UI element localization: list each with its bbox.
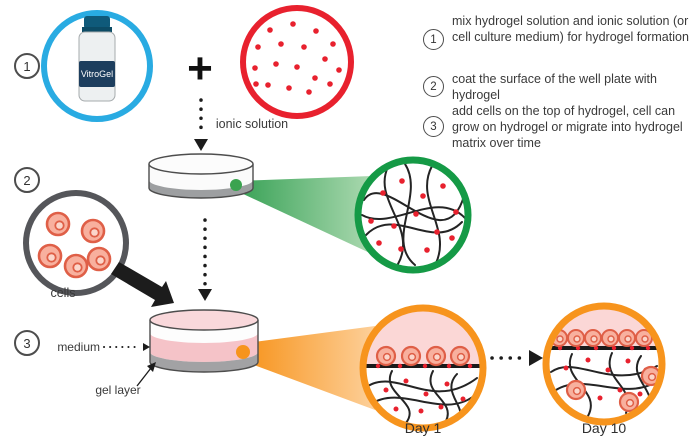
gel-sample-dot: [236, 345, 250, 359]
gel-surface-line-day10: [549, 346, 659, 350]
cell-migrated: [618, 391, 640, 413]
vial-label: VitroGel: [79, 61, 115, 87]
hydrogel-network-day10: [550, 352, 658, 417]
note-marker-3: 3: [423, 116, 444, 137]
day1-label: Day 1: [404, 420, 442, 436]
cell: [601, 329, 619, 347]
cell: [400, 345, 422, 367]
day10-inset-circle: [542, 302, 666, 426]
green-callout-wedge: [236, 176, 372, 254]
day1-inset-circle: [359, 304, 487, 432]
note-marker-2: 2: [423, 76, 444, 97]
note-marker-3-label: 3: [430, 120, 437, 133]
cell: [37, 243, 63, 269]
cell-migrated: [565, 379, 587, 401]
step-marker-3: 3: [14, 330, 40, 356]
note-marker-1-label: 1: [430, 33, 437, 46]
cell: [86, 246, 112, 272]
cells-inset-circle: [23, 190, 129, 296]
step-marker-1-label: 1: [23, 58, 31, 74]
note-text-3: add cells on the top of hydrogel, cell c…: [452, 104, 683, 150]
note-text-1: mix hydrogel solution and ionic solution…: [452, 14, 689, 44]
cell: [618, 329, 636, 347]
medium-label: medium: [57, 340, 100, 354]
vial-label-text: VitroGel: [80, 69, 114, 79]
cell: [80, 218, 106, 244]
ionic-solution-inset-circle: [240, 5, 354, 119]
cells-label: cells: [50, 286, 76, 300]
ionic-solution-label: ionic solution: [215, 117, 289, 131]
note-text-2: coat the surface of the well plate with …: [452, 72, 657, 102]
cell: [375, 345, 397, 367]
cells-to-dish-arrow: [111, 262, 174, 307]
step-marker-1: 1: [14, 53, 40, 79]
dotted-arrow-day1-to-day10: [490, 350, 543, 366]
day10-label: Day 10: [581, 420, 627, 436]
dotted-arrow-mix-to-dish: [194, 98, 208, 151]
note-marker-2-label: 2: [430, 80, 437, 93]
ion-dots: [252, 21, 342, 95]
dotted-arrow-dish-to-dish: [198, 218, 212, 301]
step-marker-3-label: 3: [23, 335, 31, 351]
hydrogel-matrix-inset-circle: [354, 156, 472, 274]
cell: [425, 345, 447, 367]
gel-layer-pointer: [136, 362, 156, 387]
hydrogel-network: [361, 163, 465, 266]
cell: [567, 329, 585, 347]
step-marker-2-label: 2: [23, 172, 31, 188]
cell: [45, 211, 71, 237]
well-plate-dish-cells: [149, 309, 259, 373]
hydrogel-sample-dot: [230, 179, 242, 191]
step-marker-2: 2: [14, 167, 40, 193]
well-plate-dish-hydrogel: [148, 153, 254, 199]
orange-callout-wedge: [246, 326, 375, 410]
cell: [449, 345, 471, 367]
vial-icon: [78, 16, 116, 102]
plus-sign: +: [187, 44, 213, 93]
gel-layer-label: gel layer: [95, 383, 141, 397]
cell: [63, 253, 89, 279]
medium-pointer: [103, 343, 150, 351]
cell: [584, 329, 602, 347]
note-marker-1: 1: [423, 29, 444, 50]
